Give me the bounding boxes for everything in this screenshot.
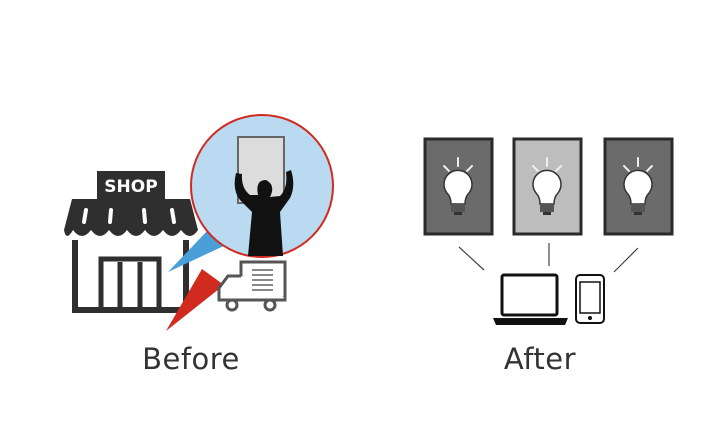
- speech-pointer: [168, 228, 228, 272]
- after-label: After: [503, 342, 577, 376]
- customer-bubble: [190, 114, 334, 258]
- truck-icon: [217, 260, 287, 312]
- person-silhouette-icon: [234, 170, 294, 256]
- smartphone-icon: [575, 274, 605, 324]
- idea-panel-1: [423, 137, 494, 236]
- before-label: Before: [142, 342, 240, 376]
- lightbulb-icon: [623, 157, 653, 215]
- lightbulb-icon: [443, 157, 473, 215]
- connection-lines: [458, 243, 639, 273]
- laptop-icon: [493, 273, 568, 325]
- idea-panel-3: [603, 137, 674, 236]
- shop-icon: SHOP: [64, 171, 198, 313]
- shop-sign-text: SHOP: [104, 177, 157, 197]
- delivery-pointer: [166, 269, 224, 331]
- lightbulb-icon: [532, 157, 562, 215]
- idea-panel-2: [512, 137, 583, 236]
